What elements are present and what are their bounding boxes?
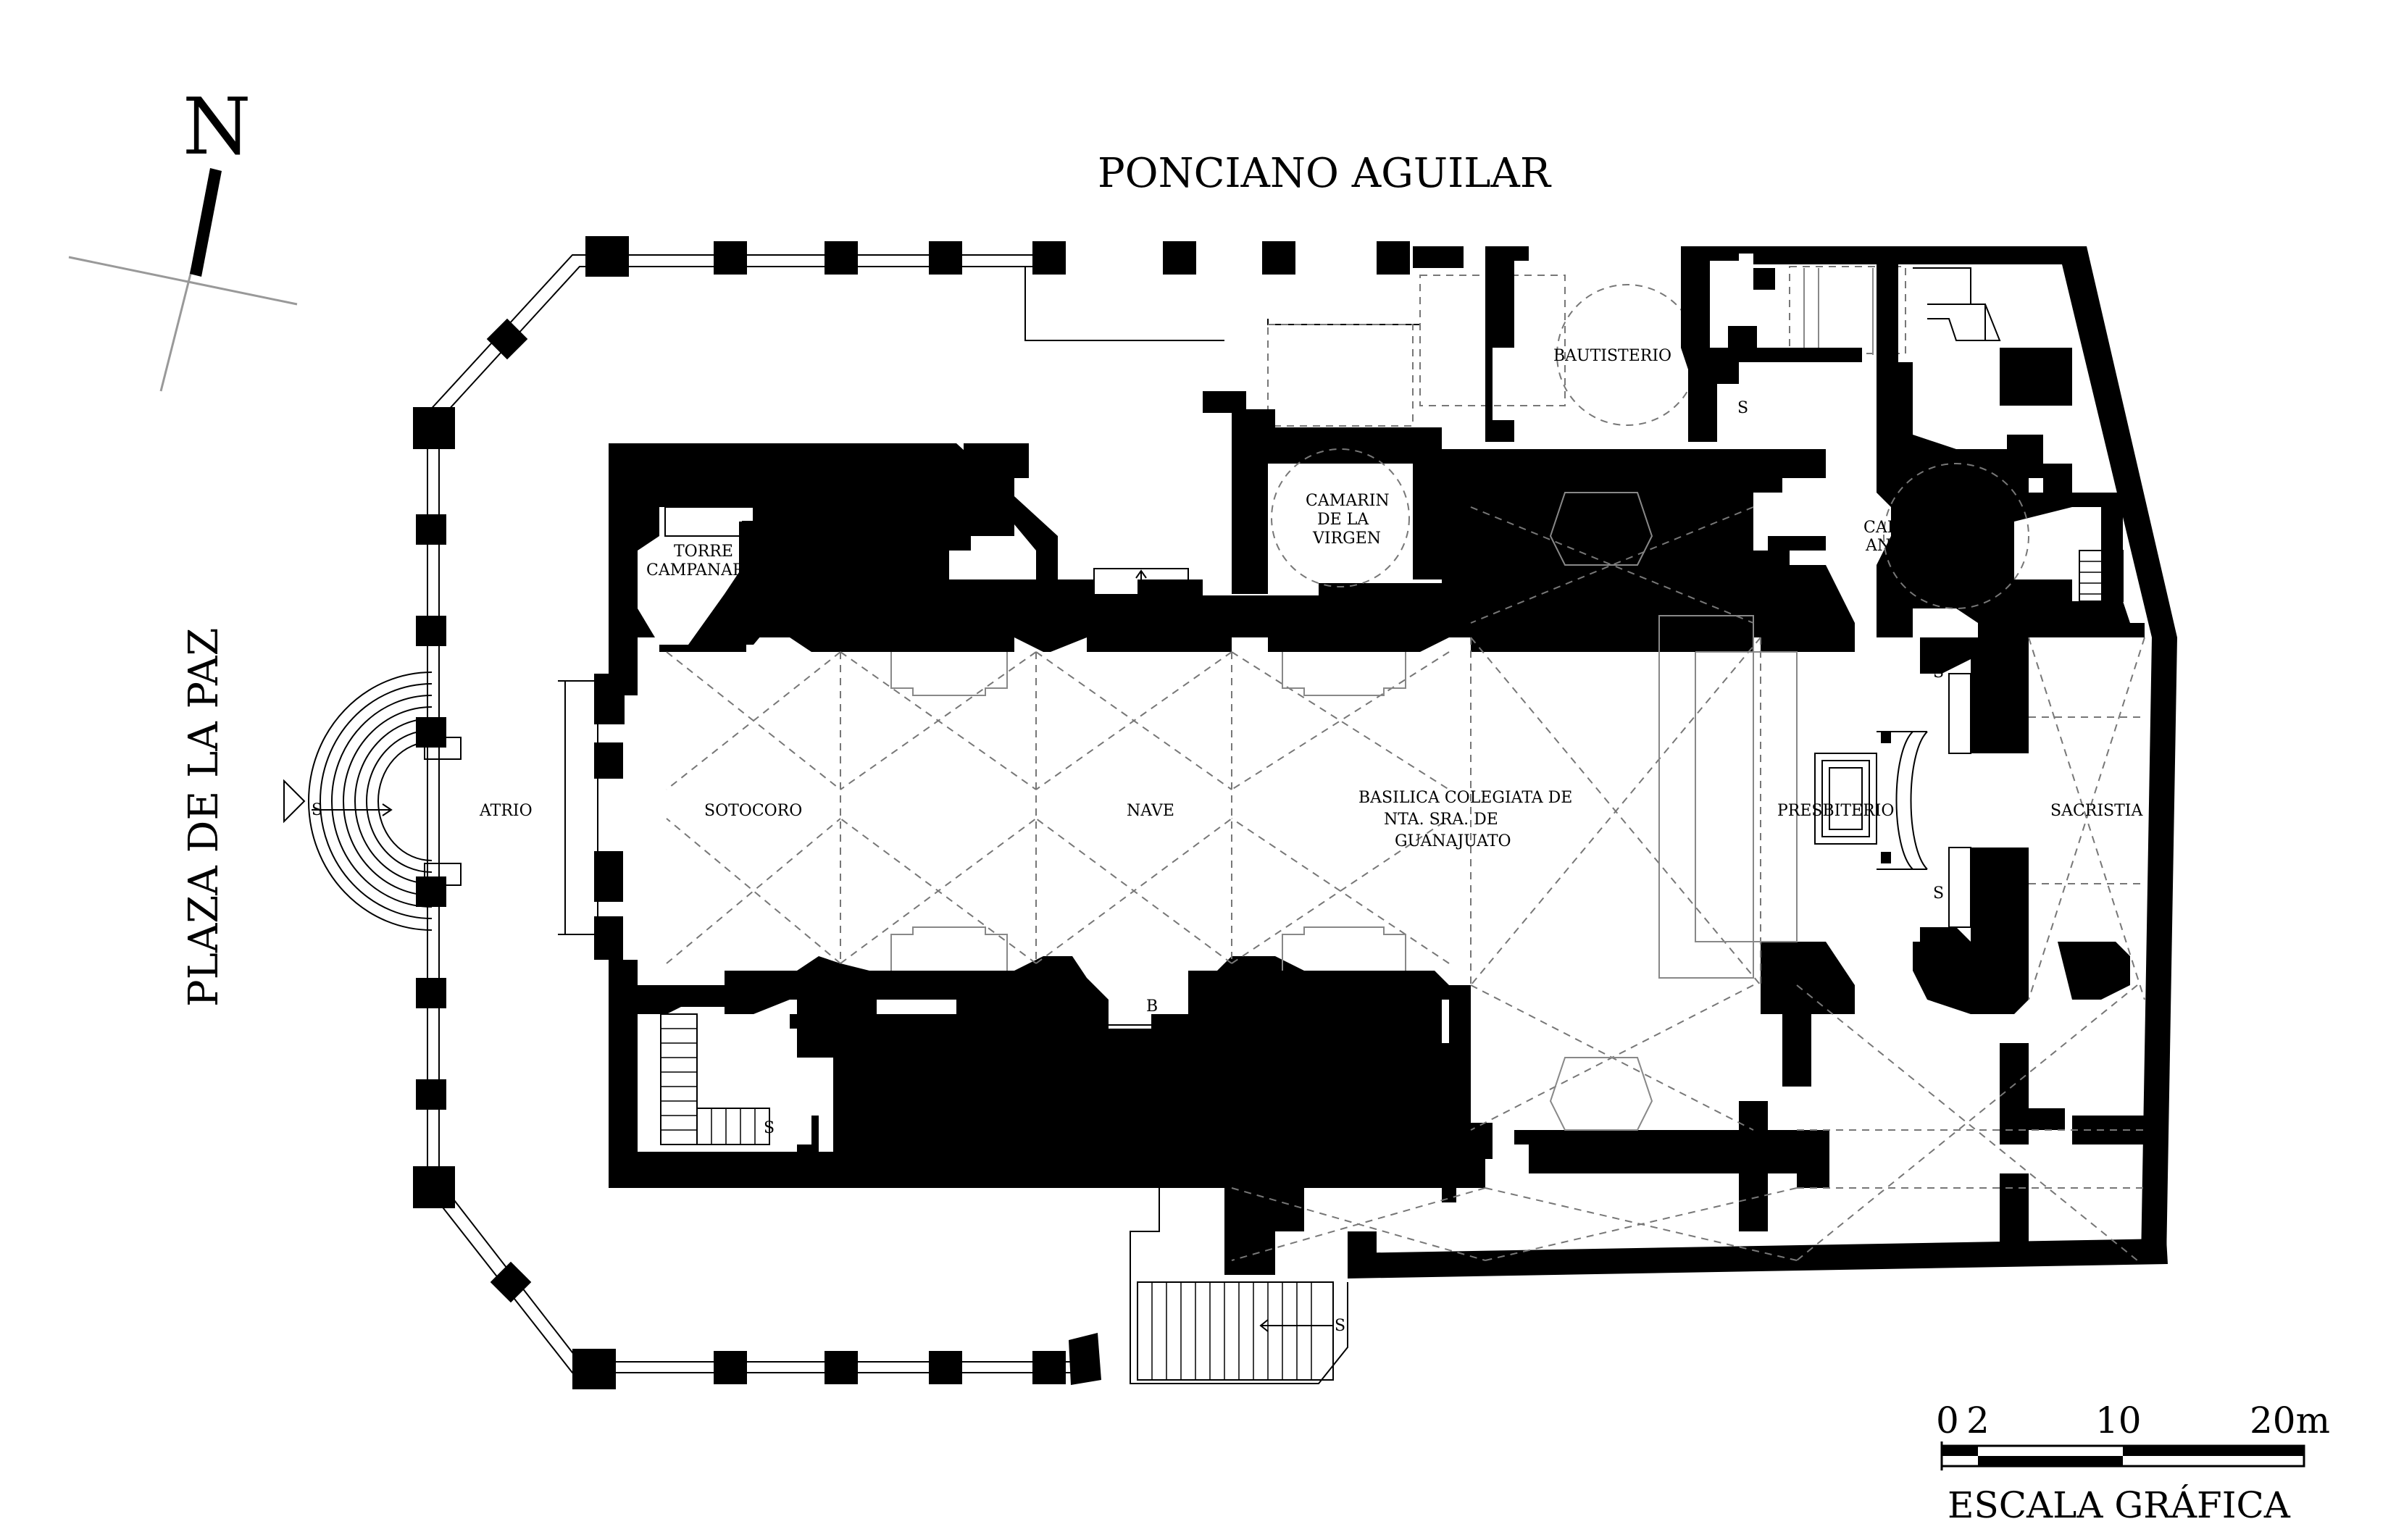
room-capilla-line1: CAPILLA bbox=[1863, 519, 1937, 537]
room-labels: ATRIO SOTOCORO NAVE BASILICA COLEGIATA D… bbox=[479, 347, 2143, 850]
south-stairs: S bbox=[1130, 1144, 1348, 1384]
room-basilica-line3: GUANAJUATO bbox=[1395, 832, 1511, 850]
door-mark: B bbox=[1146, 997, 1158, 1016]
building-walls: S bbox=[558, 246, 2177, 1279]
room-capilla-line2: ANEXA bbox=[1865, 537, 1926, 555]
street-left-label: PLAZA DE LA PAZ bbox=[180, 628, 228, 1007]
fence-pillar bbox=[585, 236, 629, 277]
room-bautisterio: BAUTISTERIO bbox=[1553, 347, 1671, 365]
stair-mark: S bbox=[1326, 1149, 1337, 1167]
room-presbiterio: PRESBITERIO bbox=[1777, 802, 1894, 820]
room-atrio: ATRIO bbox=[479, 802, 533, 820]
room-sotocoro: SOTOCORO bbox=[704, 802, 802, 820]
street-top-label: PONCIANO AGUILAR bbox=[1098, 150, 1552, 197]
room-basilica-line1: BASILICA COLEGIATA DE bbox=[1358, 789, 1572, 807]
vault-lines bbox=[666, 448, 2145, 1261]
camarin-dome bbox=[1271, 448, 1410, 587]
stair-mark: S bbox=[1933, 884, 1944, 903]
main-altar bbox=[1814, 731, 1928, 870]
sw-stair: S bbox=[660, 1013, 775, 1145]
room-torre-line1: TORRE bbox=[674, 543, 733, 561]
scale-tick-2: 2 bbox=[1966, 1399, 1990, 1441]
west-steps: S bbox=[283, 671, 433, 931]
stair-mark: S bbox=[1737, 399, 1748, 417]
north-letter: N bbox=[183, 82, 251, 172]
room-camarin-line1: CAMARIN bbox=[1306, 492, 1390, 510]
north-arrow: N bbox=[68, 82, 298, 392]
stair-mark: S bbox=[764, 1119, 775, 1137]
side-doors: B B bbox=[1093, 568, 1200, 1053]
scale-tick-0: 0 bbox=[1936, 1399, 1959, 1441]
stair-mark: S bbox=[1933, 664, 1944, 682]
graphic-scale: 0 2 10 20m ESCALA GRÁFICA bbox=[1936, 1399, 2330, 1526]
room-camarin-line3: VIRGEN bbox=[1312, 530, 1381, 548]
stair-mark: S bbox=[846, 533, 857, 551]
scale-title: ESCALA GRÁFICA bbox=[1948, 1483, 2291, 1526]
stair-mark: S bbox=[1335, 1317, 1345, 1335]
room-torre-line2: CAMPANARIA bbox=[646, 561, 763, 579]
room-camarin-line2: DE LA bbox=[1317, 511, 1369, 529]
room-nave: NAVE bbox=[1127, 802, 1174, 820]
scale-tick-10: 10 bbox=[2095, 1399, 2142, 1441]
north-pointer bbox=[190, 168, 222, 277]
atrium-fence bbox=[413, 236, 1410, 1389]
door-mark: B bbox=[1136, 608, 1148, 626]
north-cross-line bbox=[68, 256, 298, 306]
room-sacristia: SACRISTIA bbox=[2050, 802, 2143, 820]
stair-mark: S bbox=[312, 801, 322, 819]
scale-tick-20m: 20m bbox=[2250, 1399, 2330, 1441]
room-basilica-line2: NTA. SRA. DE bbox=[1384, 811, 1498, 829]
